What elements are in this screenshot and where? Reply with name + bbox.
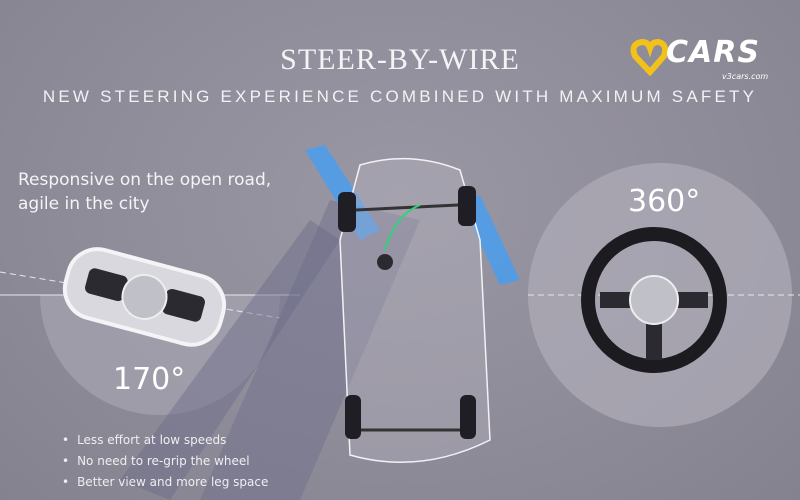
wheel (458, 186, 476, 226)
benefit-item: No need to re-grip the wheel (62, 451, 268, 472)
steering-wire (384, 204, 421, 251)
wheel (460, 395, 476, 439)
tagline: Responsive on the open road, agile in th… (18, 168, 271, 216)
benefits-list: Less effort at low speeds No need to re-… (62, 430, 268, 493)
car-outline (339, 157, 491, 463)
wheel (338, 192, 356, 232)
benefit-item: Less effort at low speeds (62, 430, 268, 451)
front-axle (355, 203, 459, 212)
wheel (345, 395, 361, 439)
page-subtitle: NEW STEERING EXPERIENCE COMBINED WITH MA… (42, 87, 758, 106)
benefit-item: Better view and more leg space (62, 472, 268, 493)
steering-column (377, 254, 393, 270)
yoke-steering-wheel (62, 247, 227, 347)
wheel-angle-label: 360° (628, 184, 701, 219)
tagline-line: agile in the city (18, 194, 150, 214)
page-title: STEER-BY-WIRE (280, 43, 520, 76)
car-shadow (200, 200, 420, 500)
v3cars-logo: CARS v3cars.com (630, 36, 780, 84)
tagline-line: Responsive on the open road, (18, 170, 272, 190)
logo-text: CARS (666, 35, 760, 70)
yoke-angle-label: 170° (113, 362, 186, 397)
round-steering-wheel (581, 227, 727, 373)
heart-logo-icon (630, 38, 669, 77)
logo-url: v3cars.com (722, 72, 769, 81)
